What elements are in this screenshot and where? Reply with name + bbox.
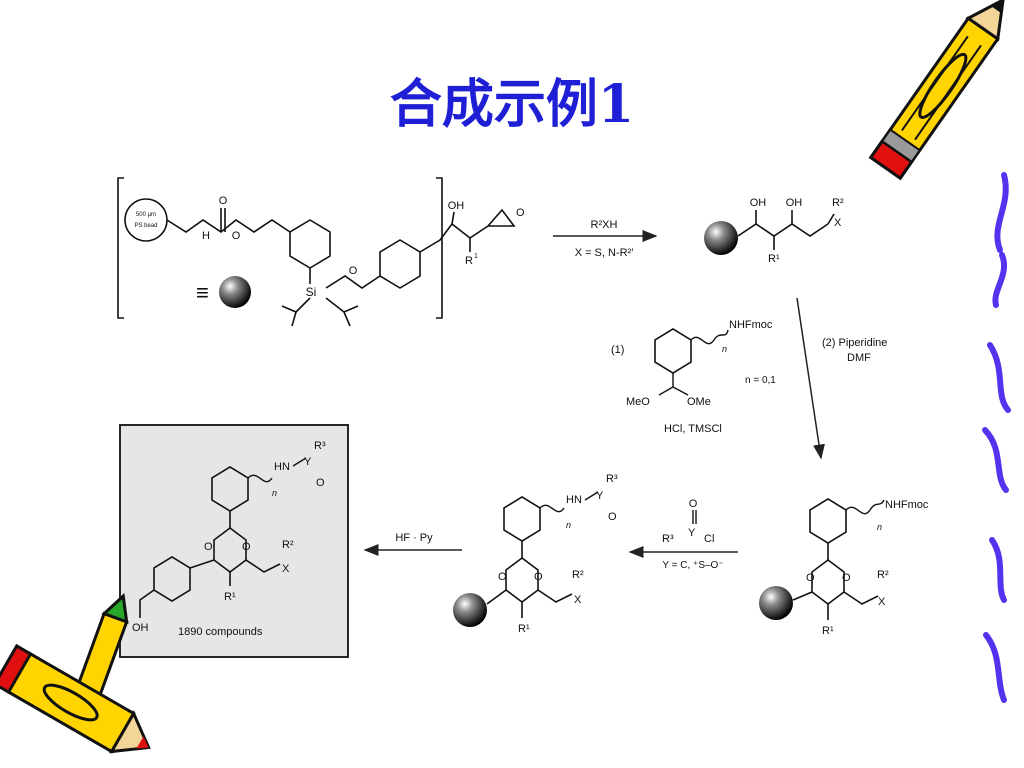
product-amide: HN n Y R³ O O O R² X R¹	[453, 473, 618, 635]
final-r1: R¹	[224, 591, 236, 603]
step3-y: Y	[688, 527, 696, 539]
final-ring-oxygen-1: O	[204, 541, 213, 553]
step2-solvent: DMF	[847, 352, 871, 364]
step2-n-range: n = 0,1	[745, 375, 776, 386]
p3-ring-oxygen-2: O	[534, 571, 543, 583]
final-amine: HN	[274, 461, 290, 473]
step1-arrow: R²XH X = S, N-R²′	[553, 219, 658, 259]
step3-arrow: O R³ Y Cl Y = C, ⁺S–O⁻	[628, 498, 738, 571]
sm-carbonyl-oxygen: O	[219, 195, 228, 207]
p2-ring-oxygen-2: O	[842, 572, 851, 584]
p1-x: X	[834, 217, 842, 229]
sm-epoxide-oxygen: O	[516, 207, 525, 219]
p3-x: X	[574, 594, 582, 606]
p2-nhfmoc: NHFmoc	[885, 499, 929, 511]
p2-r1: R¹	[822, 625, 834, 637]
bead-size-label: 500 μm	[136, 212, 156, 218]
sm-ether-oxygen: O	[349, 265, 358, 277]
p1-r2: R²	[832, 197, 844, 209]
p1-r1: R¹	[768, 253, 780, 265]
step4-arrow: HF · Py	[363, 532, 462, 556]
final-hydroxyl: OH	[132, 622, 149, 634]
step1-conditions: X = S, N-R²′	[575, 247, 634, 259]
sm-r1: R	[465, 255, 473, 267]
p1-hydroxyl-2: OH	[786, 197, 803, 209]
step4-conditions: HF · Py	[395, 532, 433, 544]
step3-conditions: Y = C, ⁺S–O⁻	[662, 560, 723, 571]
p3-ring-oxygen-1: O	[498, 571, 507, 583]
step3-r3: R³	[662, 533, 674, 545]
step3-carbonyl-oxygen: O	[689, 498, 698, 510]
equivalence-symbol: ≡	[196, 280, 209, 305]
step1-reagent: R²XH	[591, 219, 618, 231]
p3-r3: R³	[606, 473, 618, 485]
p2-x: X	[878, 596, 886, 608]
step2-conditions: HCl, TMSCl	[664, 423, 722, 435]
p3-n: n	[566, 520, 571, 530]
final-product-box: HN n Y R³ O O O OH R² X R¹ 1890 compound…	[119, 424, 349, 658]
step3-chloride: Cl	[704, 533, 714, 545]
step2-methoxy-2: OMe	[687, 396, 711, 408]
p3-y: Y	[596, 490, 604, 502]
step2-piperidine: (2) Piperidine	[822, 337, 887, 349]
sm-r1-sup: 1	[474, 253, 478, 260]
p2-n: n	[877, 522, 882, 532]
slide-title: 合成示例1	[389, 74, 635, 135]
final-compound-count: 1890 compounds	[178, 626, 263, 638]
p2-r2: R²	[877, 569, 889, 581]
step2-nhfmoc: NHFmoc	[729, 319, 773, 331]
bead-type-label: PS bead	[134, 223, 157, 229]
p1-hydroxyl-1: OH	[750, 197, 767, 209]
final-n: n	[272, 488, 277, 498]
p3-r1: R¹	[518, 623, 530, 635]
step2-arrow: (1) NHFmoc n n = 0,1 MeO OMe HCl, TMSCl …	[611, 297, 887, 460]
final-ring-oxygen-2: O	[242, 541, 251, 553]
sm-ester-oxygen: O	[232, 230, 241, 242]
product-diol: OH OH R² X R¹	[704, 197, 844, 265]
final-x: X	[282, 563, 290, 575]
step2-n: n	[722, 344, 727, 354]
sm-silicon: Si	[306, 285, 317, 299]
sm-nitrogen: H	[202, 230, 210, 242]
pencil-icon	[0, 643, 151, 754]
final-r2: R²	[282, 539, 294, 551]
p3-amine: HN	[566, 494, 582, 506]
p3-carbonyl-oxygen: O	[608, 511, 617, 523]
pencil-icon	[868, 0, 1005, 181]
starting-material	[117, 177, 516, 327]
step2-methoxy-1: MeO	[626, 396, 650, 408]
final-y: Y	[304, 456, 312, 468]
step2-number: (1)	[611, 344, 624, 356]
final-r3: R³	[314, 440, 326, 452]
sm-hydroxyl: OH	[448, 200, 465, 212]
final-carbonyl-oxygen: O	[316, 477, 325, 489]
p2-ring-oxygen-1: O	[806, 572, 815, 584]
p3-r2: R²	[572, 569, 584, 581]
border-decoration	[982, 172, 1011, 703]
product-acetal-fmoc: NHFmoc n O O R² X R¹	[759, 498, 929, 637]
